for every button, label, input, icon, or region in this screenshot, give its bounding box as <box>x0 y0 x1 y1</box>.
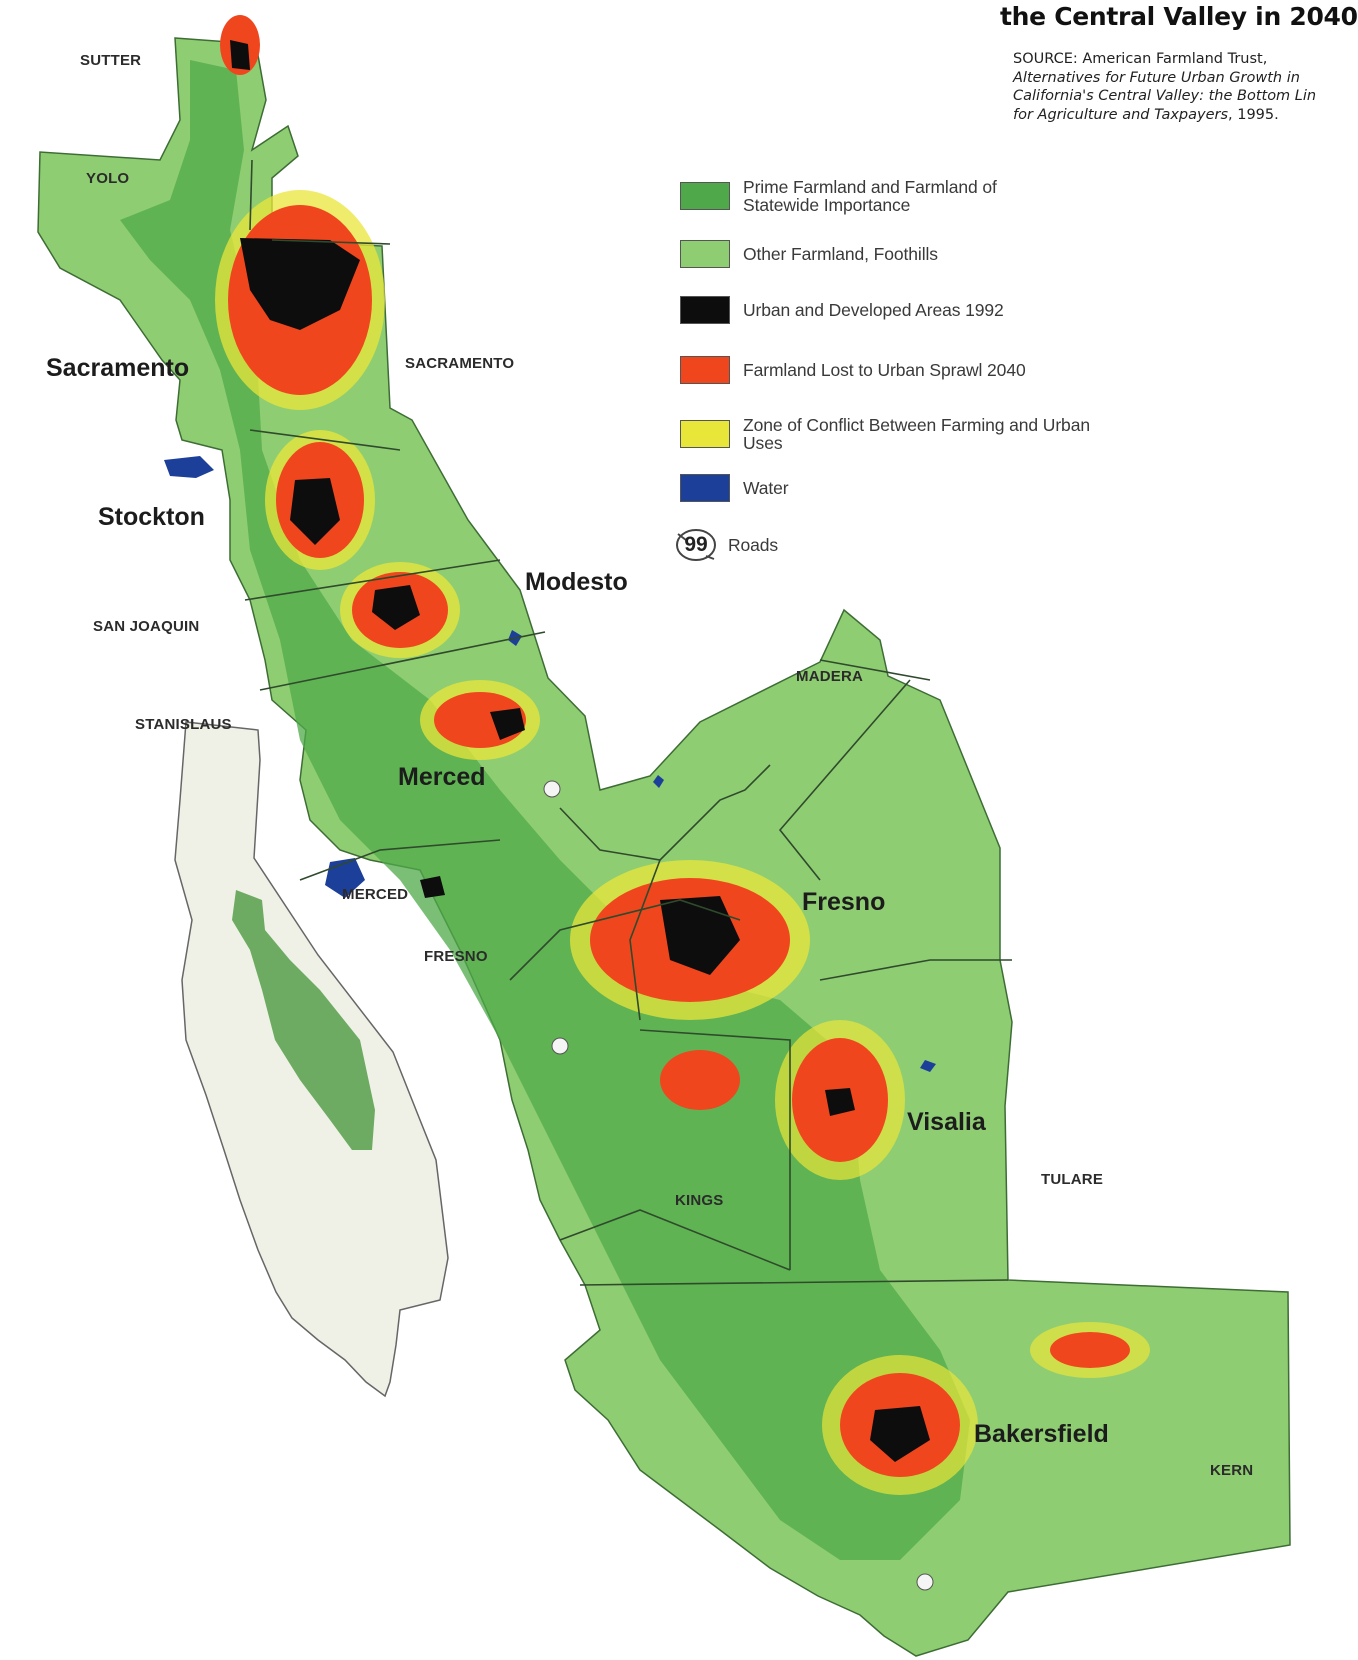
legend-swatch <box>680 356 730 384</box>
county-label: FRESNO <box>424 948 488 965</box>
county-label: SACRAMENTO <box>405 355 515 372</box>
central-valley-map <box>37 15 1291 1657</box>
city-label: Sacramento <box>46 354 190 382</box>
legend-swatch <box>680 474 730 502</box>
water-body <box>325 858 365 898</box>
legend-swatch <box>680 240 730 268</box>
county-label: SUTTER <box>80 52 142 69</box>
city-label: Merced <box>398 763 486 791</box>
legend-item: Other Farmland, Foothills <box>680 240 938 268</box>
legend-label: Other Farmland, Foothills <box>743 244 938 264</box>
legend-label: Roads <box>728 535 779 555</box>
county-label: MERCED <box>342 886 409 903</box>
county-label: KINGS <box>675 1192 724 1209</box>
city-label: Visalia <box>907 1108 986 1136</box>
legend-label: Prime Farmland and Farmland of Statewide… <box>743 177 997 215</box>
legend-swatch <box>680 296 730 324</box>
legend-label: Water <box>743 478 789 498</box>
city-label: Bakersfield <box>974 1420 1109 1448</box>
city-label: Modesto <box>525 568 628 596</box>
legend-item: Urban and Developed Areas 1992 <box>680 296 1004 324</box>
california-inset <box>174 721 449 1398</box>
legend-label: Urban and Developed Areas 1992 <box>743 300 1004 320</box>
water-body <box>164 456 214 478</box>
legend-swatch <box>680 420 730 448</box>
legend-item: Zone of Conflict Between Farming and Urb… <box>680 416 1113 452</box>
county-label: TULARE <box>1041 1171 1104 1188</box>
legend-item-roads: 99 Roads <box>674 528 778 562</box>
map-road-shield <box>543 780 934 1591</box>
water-body <box>920 1060 936 1072</box>
source-citation: SOURCE: American Farmland Trust, Alterna… <box>1013 50 1327 124</box>
legend-item: Farmland Lost to Urban Sprawl 2040 <box>680 356 1026 384</box>
legend-label: Zone of Conflict Between Farming and Urb… <box>743 415 1090 453</box>
county-label: MADERA <box>796 668 864 685</box>
county-boundaries <box>244 159 1012 1286</box>
urban-areas <box>230 40 930 1462</box>
water-body <box>653 775 664 788</box>
source-year: , 1995. <box>1228 106 1279 123</box>
source-line-2: California's Central Valley: the Bottom … <box>1013 88 1317 104</box>
city-label: Fresno <box>802 888 886 916</box>
county-label: STANISLAUS <box>135 716 232 733</box>
source-line-3: for Agriculture and Taxpayers <box>1013 106 1229 123</box>
county-label: YOLO <box>86 170 130 187</box>
legend-swatch <box>680 182 730 210</box>
source-line-1: Alternatives for Future Urban Growth in <box>1013 69 1300 86</box>
legend-label: Farmland Lost to Urban Sprawl 2040 <box>743 360 1026 380</box>
county-label: KERN <box>1210 1462 1254 1479</box>
county-label: SAN JOAQUIN <box>93 618 200 635</box>
map-title: the Central Valley in 2040 <box>1000 2 1358 31</box>
legend-item: Water <box>680 474 789 502</box>
road-shield-icon: 99 <box>674 528 718 562</box>
city-label: Stockton <box>98 503 205 531</box>
source-prefix: SOURCE: American Farmland Trust, <box>1013 51 1268 67</box>
prime-farmland-core <box>120 60 970 1560</box>
road-number: 99 <box>684 533 708 556</box>
legend-item: Prime Farmland and Farmland of Statewide… <box>680 178 1073 214</box>
